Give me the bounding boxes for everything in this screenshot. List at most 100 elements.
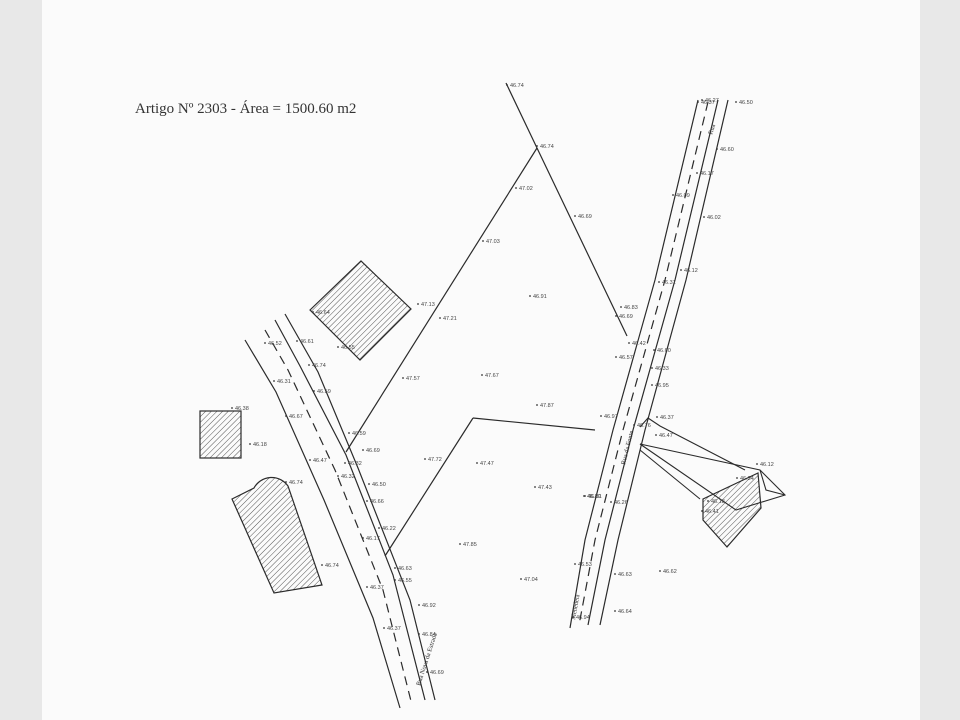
elevation-dot xyxy=(628,342,630,344)
street-label: Rua Nova da Estrada xyxy=(415,632,439,687)
elevation-dot xyxy=(285,481,287,483)
elevation-dot xyxy=(707,500,709,502)
elevation-label: 46.02 xyxy=(707,215,721,221)
elevation-dot xyxy=(615,356,617,358)
elevation-dot xyxy=(655,434,657,436)
elevation-label: 46.55 xyxy=(341,345,355,351)
elevation-label: 46.69 xyxy=(366,448,380,454)
elevation-dot xyxy=(600,415,602,417)
elevation-points: 46.7446.7446.6947.0247.0347.1347.2146.91… xyxy=(231,83,774,676)
elevation-label: 46.74 xyxy=(510,83,524,89)
building xyxy=(309,260,412,361)
elevation-label: 46.47 xyxy=(313,458,327,464)
elevation-label: 47.13 xyxy=(421,302,435,308)
elevation-dot xyxy=(696,172,698,174)
elevation-label: 46.63 xyxy=(618,572,632,578)
boundary-line xyxy=(472,417,596,431)
elevation-label: 46.74 xyxy=(540,144,554,150)
elevation-dot xyxy=(736,477,738,479)
elevation-dot xyxy=(394,567,396,569)
elevation-label: 46.32 xyxy=(341,474,355,480)
elevation-label: 47.04 xyxy=(524,577,538,583)
elevation-label: 46.37 xyxy=(660,415,674,421)
left-road xyxy=(244,313,436,709)
elevation-label: 46.63 xyxy=(398,566,412,572)
elevation-dot xyxy=(672,194,674,196)
elevation-dot xyxy=(309,459,311,461)
elevation-dot xyxy=(697,101,699,103)
elevation-label: 47.87 xyxy=(540,403,554,409)
elevation-dot xyxy=(756,463,758,465)
branch-road xyxy=(759,469,786,496)
elevation-label: 46.33 xyxy=(655,366,669,372)
elevation-label: 47.21 xyxy=(443,316,457,322)
elevation-label: 46.38 xyxy=(235,406,249,412)
elevation-dot xyxy=(506,84,508,86)
elevation-label: 46.74 xyxy=(312,363,326,369)
elevation-label: 47.67 xyxy=(485,373,499,379)
elevation-dot xyxy=(572,616,574,618)
elevation-dot xyxy=(482,240,484,242)
elevation-dot xyxy=(426,671,428,673)
elevation-label: 46.57 xyxy=(619,355,633,361)
elevation-label: 46.18 xyxy=(253,442,267,448)
elevation-dot xyxy=(583,495,585,497)
elevation-label: 46.60 xyxy=(720,147,734,153)
elevation-label: 46.69 xyxy=(578,214,592,220)
elevation-label: 46.91 xyxy=(533,294,547,300)
elevation-dot xyxy=(703,216,705,218)
elevation-label: 46.69 xyxy=(430,670,444,676)
elevation-dot xyxy=(574,215,576,217)
elevation-label: 46.64 xyxy=(316,310,330,316)
elevation-dot xyxy=(651,367,653,369)
elevation-dot xyxy=(680,269,682,271)
elevation-dot xyxy=(701,510,703,512)
elevation-dot xyxy=(321,564,323,566)
elevation-label: 46.17 xyxy=(366,536,380,542)
elevation-label: 46.62 xyxy=(663,569,677,575)
elevation-dot xyxy=(348,432,350,434)
elevation-dot xyxy=(716,148,718,150)
elevation-label: 46.12 xyxy=(760,462,774,468)
building xyxy=(702,472,762,548)
elevation-dot xyxy=(735,101,737,103)
elevation-dot xyxy=(383,627,385,629)
elevation-label: 46.64 xyxy=(618,609,632,615)
elevation-label: 46.61 xyxy=(300,339,314,345)
elevation-dot xyxy=(536,145,538,147)
elevation-dot xyxy=(273,380,275,382)
elevation-label: 46.95 xyxy=(655,383,669,389)
elevation-label: 46.76 xyxy=(637,423,651,429)
elevation-dot xyxy=(308,364,310,366)
street-label: Menedela xyxy=(570,594,581,621)
elevation-label: 46.41 xyxy=(705,509,719,515)
street-label: Rua da Fonte xyxy=(620,430,635,465)
elevation-label: 46.74 xyxy=(289,480,303,486)
elevation-label: 46.74 xyxy=(325,563,339,569)
elevation-label: 47.85 xyxy=(463,542,477,548)
elevation-dot xyxy=(366,500,368,502)
elevation-label: 46.69 xyxy=(619,314,633,320)
elevation-label: 46.50 xyxy=(372,482,386,488)
elevation-label: 46.59 xyxy=(352,431,366,437)
elevation-dot xyxy=(701,99,703,101)
elevation-label: 46.26 xyxy=(614,500,628,506)
building xyxy=(231,476,323,594)
elevation-dot xyxy=(653,349,655,351)
boundary-line xyxy=(345,147,538,453)
elevation-dot xyxy=(344,462,346,464)
elevation-label: 46.22 xyxy=(382,526,396,532)
elevation-dot xyxy=(658,281,660,283)
elevation-label: 46.37 xyxy=(387,626,401,632)
elevation-label: 46.97 xyxy=(604,414,618,420)
elevation-label: 46.12 xyxy=(684,268,698,274)
elevation-dot xyxy=(378,527,380,529)
elevation-dot xyxy=(296,340,298,342)
elevation-label: 47.02 xyxy=(519,186,533,192)
elevation-label: 46.09 xyxy=(676,193,690,199)
elevation-dot xyxy=(610,501,612,503)
elevation-label: 47.47 xyxy=(480,461,494,467)
elevation-dot xyxy=(424,458,426,460)
elevation-dot xyxy=(614,610,616,612)
